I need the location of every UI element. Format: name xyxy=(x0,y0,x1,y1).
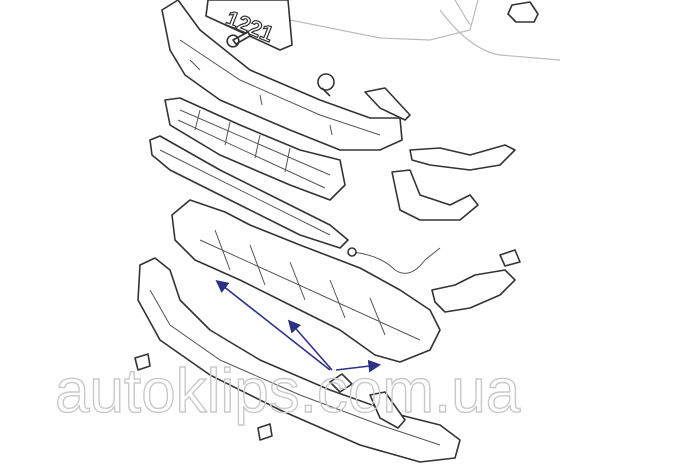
plate-bolt xyxy=(226,31,251,48)
drl-lamp xyxy=(431,269,516,313)
small-clip-1 xyxy=(134,353,151,371)
watermark: autoklips.com.ua xyxy=(55,357,521,426)
arrow-3 xyxy=(335,359,382,373)
arrow-1 xyxy=(215,280,331,371)
callout-arrows xyxy=(215,280,382,373)
drl-clip xyxy=(499,249,521,267)
fog-light-bracket-right xyxy=(409,144,516,171)
lower-trim-strip xyxy=(369,391,406,429)
small-clip-2 xyxy=(257,423,273,441)
license-plate: 1221 xyxy=(205,0,293,51)
grille-trim-strip xyxy=(149,135,349,249)
retaining-clip xyxy=(329,373,353,393)
side-bracket xyxy=(507,1,539,23)
underbody-skid-plate xyxy=(171,199,441,363)
upper-absorber-beam xyxy=(161,0,403,151)
harness-connector xyxy=(347,247,357,257)
grille-trim-piece xyxy=(364,87,411,121)
fog-light-housing xyxy=(391,169,479,221)
arrow-2 xyxy=(287,319,333,371)
wiring-harness xyxy=(351,247,441,274)
clip xyxy=(317,73,335,97)
